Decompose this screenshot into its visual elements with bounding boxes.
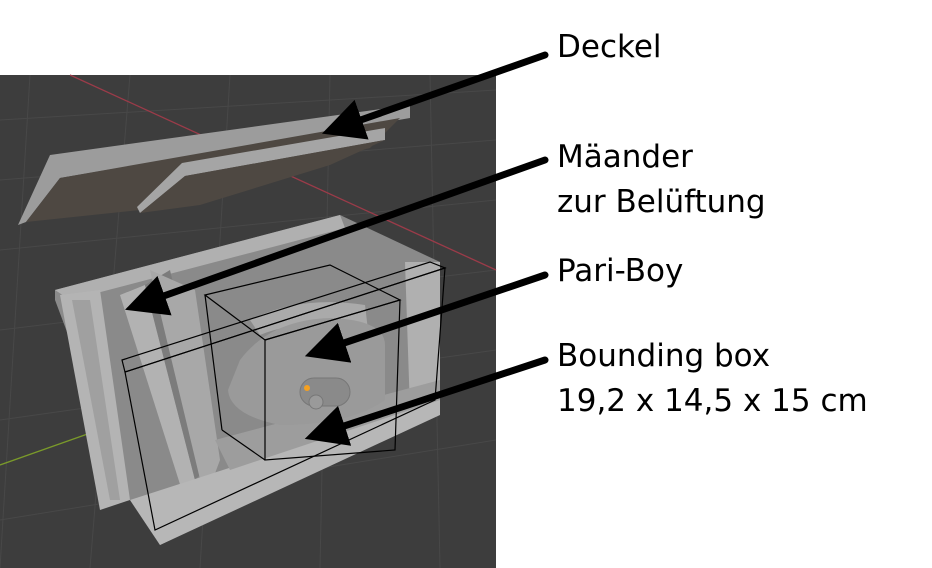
- arrow-meander: [125, 156, 549, 316]
- pari-boy-model: [228, 302, 385, 425]
- annotation-arrows: [125, 51, 549, 446]
- label-bbox-line1: Bounding box: [557, 338, 771, 374]
- arrow-device: [304, 271, 549, 363]
- bounding-box-wireframe: [121, 261, 447, 531]
- label-device: Pari-Boy: [557, 253, 684, 289]
- arrow-lid: [321, 51, 549, 140]
- origin-dot: [304, 385, 310, 391]
- label-bbox-dimensions: 19,2 x 14,5 x 15 cm: [557, 383, 868, 419]
- label-meander-line1: Mäander: [557, 139, 693, 175]
- label-meander-line2: zur Belüftung: [557, 184, 766, 220]
- blender-viewport[interactable]: [0, 74, 497, 568]
- arrow-bbox: [304, 356, 549, 446]
- label-lid: Deckel: [557, 29, 662, 65]
